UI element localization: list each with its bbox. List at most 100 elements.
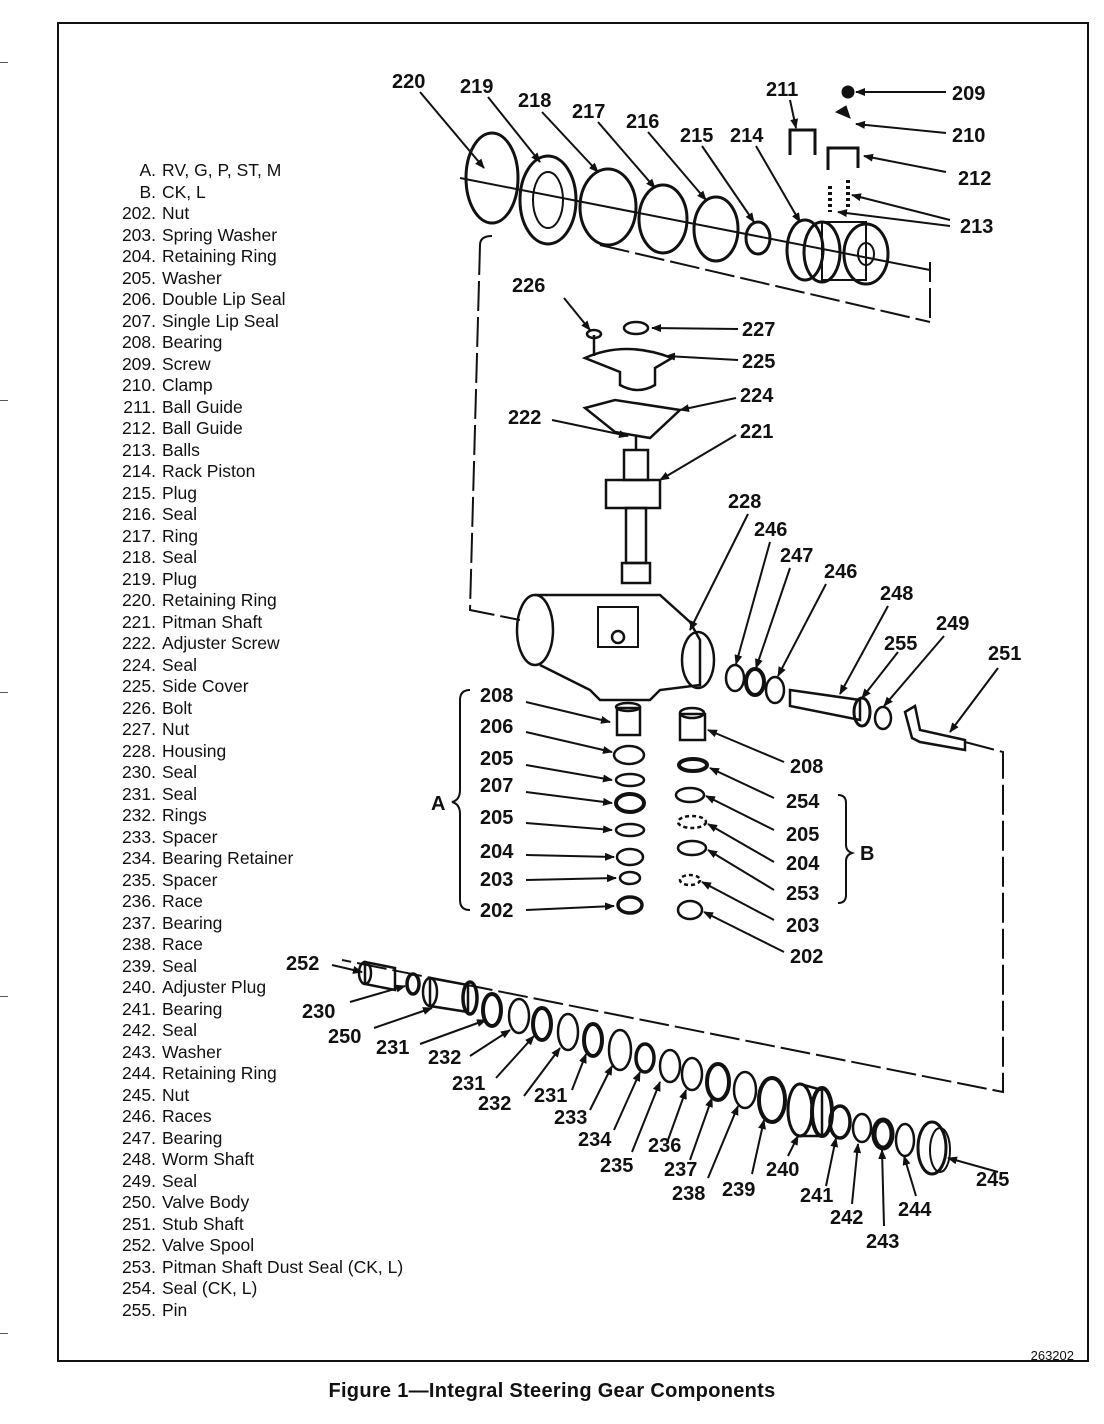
- legend-item: 239.Seal: [100, 956, 403, 978]
- valve-assembly: [357, 960, 951, 1176]
- part-246-race-2: [764, 675, 786, 705]
- legend-item-text: Clamp: [162, 375, 213, 395]
- legend-item-text: Side Cover: [162, 676, 249, 696]
- legend-item-text: Bearing: [162, 1127, 223, 1148]
- brace-b: [837, 794, 856, 904]
- callout-232-a: 232: [428, 1047, 461, 1069]
- part-205-washer-a: [614, 772, 646, 788]
- legend-item-text: Seal: [162, 547, 198, 567]
- callout-202-a: 202: [480, 900, 513, 922]
- legend-item-number: 235.: [121, 869, 156, 890]
- legend-item: 240.Adjuster Plug: [100, 977, 403, 999]
- legend-item: 216.Seal: [100, 504, 403, 526]
- part-207-seal: [614, 792, 646, 814]
- callout-241: 241: [800, 1185, 833, 1207]
- legend-item-number: 254.: [121, 1278, 156, 1298]
- callout-220: 220: [392, 71, 425, 93]
- legend-item: 210.Clamp: [100, 375, 403, 397]
- part-237-bearing: [705, 1062, 731, 1102]
- legend-item: 242.Seal: [100, 1020, 403, 1042]
- legend-item: 202.Nut: [100, 203, 403, 225]
- legend-item: 255.Pin: [100, 1300, 403, 1322]
- legend-item: 245.Nut: [100, 1085, 403, 1107]
- legend-item-text: Ring: [162, 525, 198, 546]
- legend-item-text: Seal: [162, 783, 198, 804]
- part-202-nut-b: [676, 899, 704, 921]
- legend-item: 211.Ball Guide: [100, 397, 403, 419]
- callout-249: 249: [936, 613, 969, 635]
- legend-item-number: 224.: [121, 654, 156, 675]
- side-cover-assembly: [581, 320, 683, 585]
- part-236-race: [680, 1056, 704, 1092]
- part-214-rack-piston: [785, 218, 890, 286]
- part-208-bearing-b: [678, 712, 707, 742]
- legend-item-text: Bearing: [162, 998, 223, 1019]
- legend-item-number: 206.: [121, 289, 156, 309]
- part-251-stub-shaft: [903, 704, 967, 752]
- callout-219: 219: [460, 76, 493, 98]
- legend-item-number: 204.: [121, 246, 156, 266]
- callout-221: 221: [740, 421, 773, 443]
- legend-item-text: Nut: [162, 719, 190, 739]
- callout-203-a: 203: [480, 869, 513, 891]
- callout-215: 215: [680, 125, 713, 147]
- callout-240: 240: [766, 1159, 799, 1181]
- part-209-screw: [841, 85, 855, 99]
- legend-item-text: Valve Spool: [162, 1235, 255, 1255]
- part-210-clamp: [834, 105, 851, 119]
- part-245-nut: [916, 1120, 951, 1176]
- legend-item-text: Balls: [162, 439, 200, 460]
- legend-item: 248.Worm Shaft: [100, 1149, 403, 1171]
- legend-item: 244.Retaining Ring: [100, 1063, 403, 1085]
- legend-item: 208.Bearing: [100, 332, 403, 354]
- legend-item-number: 214.: [121, 461, 156, 481]
- group-a-label: A: [431, 793, 445, 815]
- legend-item: 230.Seal: [100, 762, 403, 784]
- legend-item: B.CK, L: [100, 182, 403, 204]
- callout-237: 237: [664, 1159, 697, 1181]
- part-254-seal: [677, 757, 709, 773]
- legend-item: 253.Pitman Shaft Dust Seal (CK, L): [100, 1257, 403, 1279]
- part-226-bolt: [585, 328, 603, 356]
- legend-item-number: 252.: [121, 1235, 156, 1255]
- legend-item: 249.Seal: [100, 1171, 403, 1193]
- callout-214: 214: [730, 125, 764, 147]
- legend-item: 237.Bearing: [100, 913, 403, 935]
- figure-frame: [57, 22, 1089, 1362]
- legend-item-text: Bolt: [162, 697, 193, 718]
- callout-203-b: 203: [786, 915, 819, 937]
- callout-208-a: 208: [480, 685, 513, 707]
- callout-211: 211: [766, 79, 798, 101]
- legend-item: 250.Valve Body: [100, 1192, 403, 1214]
- legend-item: 235.Spacer: [100, 870, 403, 892]
- figure-id: 263202: [1030, 1348, 1074, 1363]
- callout-230: 230: [302, 1001, 335, 1023]
- top-assembly: [459, 85, 931, 286]
- callout-labels: 220 219 218 217 216 215 214 211 209 210 …: [286, 71, 1021, 1253]
- legend-item: 219.Plug: [100, 569, 403, 591]
- legend-item-number: 240.: [121, 977, 156, 997]
- callout-206: 206: [480, 716, 513, 738]
- part-219-plug: [518, 154, 578, 246]
- legend-item-text: CK, L: [162, 181, 206, 202]
- part-205-washer-b: [614, 822, 646, 838]
- legend-item: 232.Rings: [100, 805, 403, 827]
- legend-item-number: 242.: [121, 1020, 156, 1040]
- legend-item-number: 241.: [121, 998, 156, 1019]
- legend-item: 236.Race: [100, 891, 403, 913]
- callout-213: 213: [960, 216, 993, 238]
- callout-217: 217: [572, 101, 605, 123]
- legend-item-number: 212.: [121, 418, 156, 438]
- part-252-valve-spool: [363, 960, 397, 992]
- legend-item-text: Retaining Ring: [162, 590, 277, 610]
- legend-item-number: 232.: [121, 805, 156, 825]
- legend-item-text: Bearing: [162, 912, 223, 933]
- legend-item-text: Stub Shaft: [162, 1213, 244, 1234]
- stack-b-parts: [674, 706, 709, 921]
- legend-item-text: Retaining Ring: [162, 1063, 277, 1083]
- part-241-bearing: [828, 1104, 852, 1140]
- callout-246-upper: 246: [754, 519, 787, 541]
- legend-item-text: Screw: [162, 353, 211, 374]
- legend-item-number: 211.: [123, 396, 156, 417]
